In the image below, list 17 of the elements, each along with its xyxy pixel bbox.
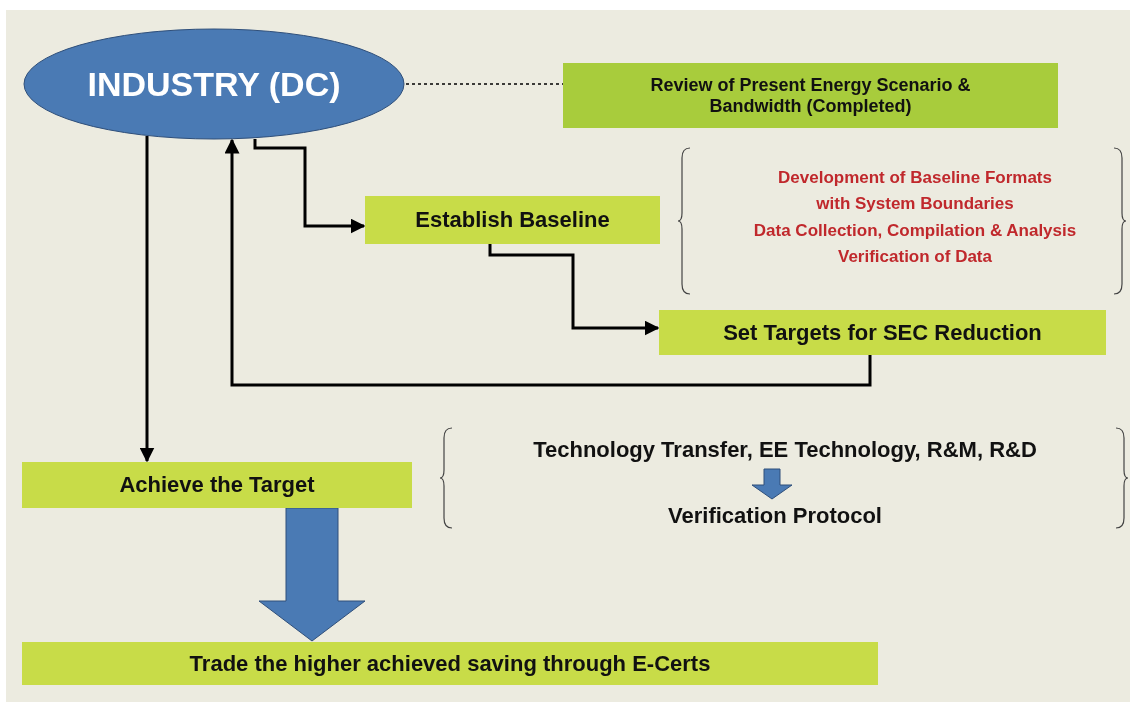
block-arrow	[751, 468, 793, 500]
note-text: Data Collection, Compilation & Analysis	[752, 220, 1078, 242]
process-box: Review of Present Energy Scenario & Bandwidth (Completed)	[563, 63, 1058, 128]
process-box: Achieve the Target	[22, 462, 412, 508]
note-text: Development of Baseline Formats with System Boundaries	[777, 167, 1053, 215]
block-arrow	[258, 507, 366, 642]
process-box: Trade the higher achieved saving through E-Certs	[22, 642, 878, 685]
arrow	[253, 139, 366, 234]
process-box: Establish Baseline	[365, 196, 660, 244]
note-text: Verification of Data	[837, 246, 993, 268]
process-box: Set Targets for SEC Reduction	[659, 310, 1106, 355]
node-text: Technology Transfer, EE Technology, R&M, R&D	[460, 434, 1110, 466]
node-text: Verification Protocol	[600, 500, 950, 532]
arrow	[488, 244, 660, 336]
arrow	[139, 136, 155, 463]
arrow	[224, 138, 872, 387]
ellipse-node: INDUSTRY (DC)	[23, 28, 405, 140]
